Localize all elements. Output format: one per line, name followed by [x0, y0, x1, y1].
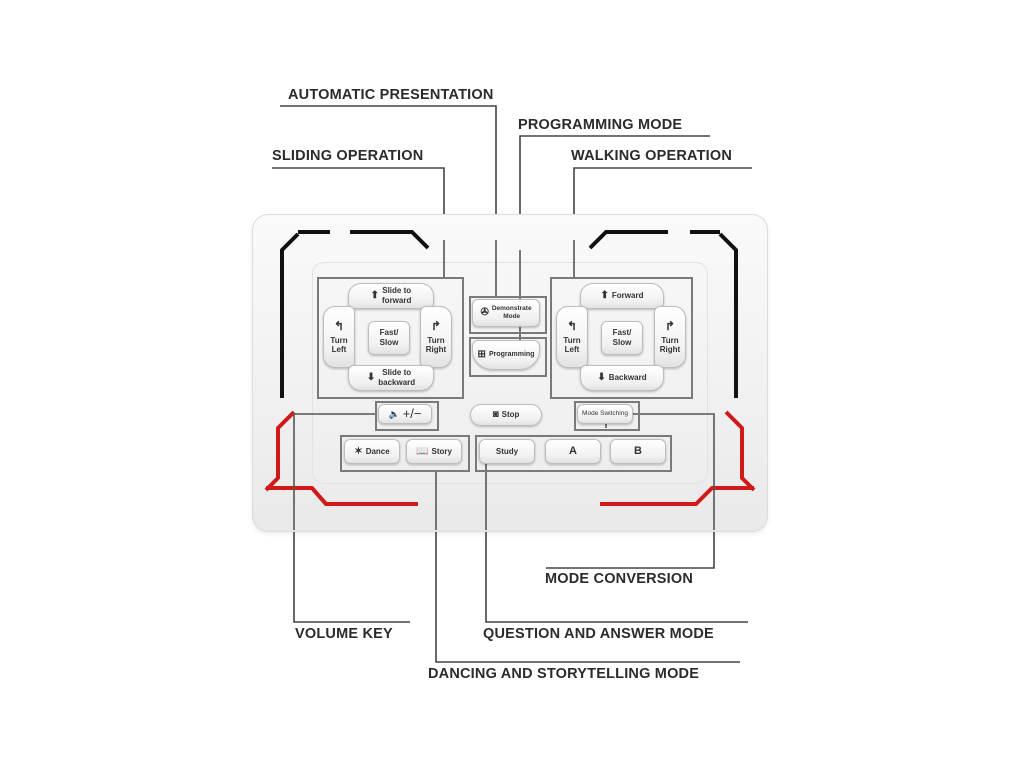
walk-turn-right-button[interactable]: ↱ Turn Right — [654, 306, 686, 368]
windows-logo-icon: ⊞ — [477, 349, 486, 360]
programming-mode-frame — [469, 337, 547, 377]
turn-left-arrow-icon: ↰ — [566, 319, 578, 334]
label-dancing-and-storytelling-mode: DANCING AND STORYTELLING MODE — [428, 666, 700, 682]
dance-button[interactable]: ✶ Dance — [344, 439, 400, 464]
turn-left-button[interactable]: ↰ Turn Left — [323, 306, 355, 368]
question-answer-group — [475, 435, 672, 472]
b-button[interactable]: B — [610, 439, 666, 464]
label-mode-conversion: MODE CONVERSION — [545, 571, 694, 587]
label-programming-mode: PROGRAMMING MODE — [518, 117, 683, 133]
slide-backward-button[interactable]: ⬇ Slide to backward — [348, 365, 434, 391]
a-button[interactable]: A — [545, 439, 601, 464]
dancing-storytelling-leader — [435, 472, 740, 663]
turn-right-button[interactable]: ↱ Turn Right — [420, 306, 452, 368]
label-walking-operation: WALKING OPERATION — [571, 148, 733, 164]
demonstrate-mode-button[interactable]: ✇ Demonstrate Mode — [472, 299, 540, 327]
volume-button[interactable]: 🔈 +/− — [378, 404, 432, 424]
volume-key-frame — [375, 401, 439, 431]
dancer-icon: ✶ — [354, 445, 363, 457]
programming-button[interactable]: ⊞ Programming — [472, 340, 540, 370]
turn-right-arrow-icon: ↱ — [430, 319, 442, 334]
turn-left-arrow-icon: ↰ — [333, 319, 345, 334]
walking-operation-group — [550, 277, 693, 399]
walk-fast-slow-button[interactable]: Fast/ Slow — [601, 321, 643, 355]
up-arrow-icon: ⬆ — [600, 290, 609, 301]
fast-slow-button[interactable]: Fast/ Slow — [368, 321, 410, 355]
story-button[interactable]: 📖 Story — [406, 439, 462, 464]
mode-switching-button[interactable]: Mode Switching — [577, 404, 633, 424]
down-arrow-icon: ⬇ — [597, 372, 606, 383]
stop-button[interactable]: ◙ Stop — [470, 404, 542, 426]
automatic-presentation-frame — [469, 296, 547, 334]
slide-forward-button[interactable]: ⬆ Slide to forward — [348, 283, 434, 309]
down-arrow-icon: ⬇ — [366, 372, 376, 383]
speaker-icon: 🔈 — [388, 408, 400, 419]
label-sliding-operation: SLIDING OPERATION — [272, 148, 424, 164]
mode-conversion-frame — [574, 401, 640, 431]
turn-right-arrow-icon: ↱ — [664, 319, 676, 334]
walk-turn-left-button[interactable]: ↰ Turn Left — [556, 306, 588, 368]
label-volume-key: VOLUME KEY — [295, 626, 393, 642]
book-icon: 📖 — [416, 445, 429, 457]
stop-circle-icon: ◙ — [492, 409, 499, 420]
label-question-and-answer-mode: QUESTION AND ANSWER MODE — [483, 626, 714, 642]
dancing-storytelling-group — [340, 435, 470, 472]
up-arrow-icon: ⬆ — [370, 290, 380, 301]
study-button[interactable]: Study — [479, 439, 535, 464]
film-reel-icon: ✇ — [480, 307, 489, 318]
backward-button[interactable]: ⬇ Backward — [580, 365, 664, 391]
sliding-operation-group — [317, 277, 464, 399]
forward-button[interactable]: ⬆ Forward — [580, 283, 664, 309]
label-automatic-presentation: AUTOMATIC PRESENTATION — [288, 87, 494, 103]
